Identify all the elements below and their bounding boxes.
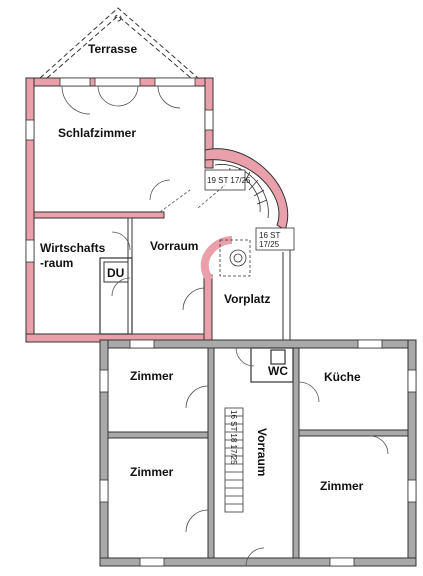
lower-door-swings	[185, 347, 389, 567]
label-zimmer-2: Zimmer	[130, 465, 174, 479]
label-vorraum-lower: Vorraum	[255, 428, 269, 476]
label-wc: WC	[268, 364, 288, 378]
label-terrasse: Terrasse	[88, 42, 137, 56]
label-du: DU	[107, 266, 124, 280]
upper-partitions	[99, 218, 133, 335]
lower-windows	[99, 339, 417, 567]
old-building-walls	[99, 339, 417, 567]
straight-stairs-label: 16 ST 18 17/25	[229, 410, 238, 465]
upper-windows	[25, 77, 214, 263]
label-zimmer-3: Zimmer	[320, 479, 364, 493]
straight-stairs	[224, 407, 244, 513]
terrasse-area	[39, 7, 199, 79]
svg-text:19 ST 17/25: 19 ST 17/25	[207, 176, 251, 185]
svg-text:17/25: 17/25	[259, 240, 280, 249]
spiral-stair-wall	[204, 148, 289, 231]
label-wirtschaftsraum-2: -raum	[40, 256, 73, 270]
spiral-stair-curve	[200, 236, 233, 283]
label-wirtschaftsraum: Wirtschafts	[40, 241, 106, 255]
new-building-walls	[25, 77, 214, 343]
upper-door-swings	[61, 85, 226, 311]
label-vorplatz: Vorplatz	[224, 292, 270, 306]
spiral-stair-labels: 19 ST 17/25 16 ST 17/25	[204, 169, 295, 251]
wc-room	[250, 347, 294, 383]
label-kueche: Küche	[324, 370, 361, 384]
label-zimmer-1: Zimmer	[130, 369, 174, 383]
label-schlafzimmer: Schlafzimmer	[58, 126, 136, 140]
label-vorraum-upper: Vorraum	[150, 239, 198, 253]
svg-text:16 ST: 16 ST	[259, 231, 280, 240]
vorplatz-outline	[282, 250, 291, 340]
